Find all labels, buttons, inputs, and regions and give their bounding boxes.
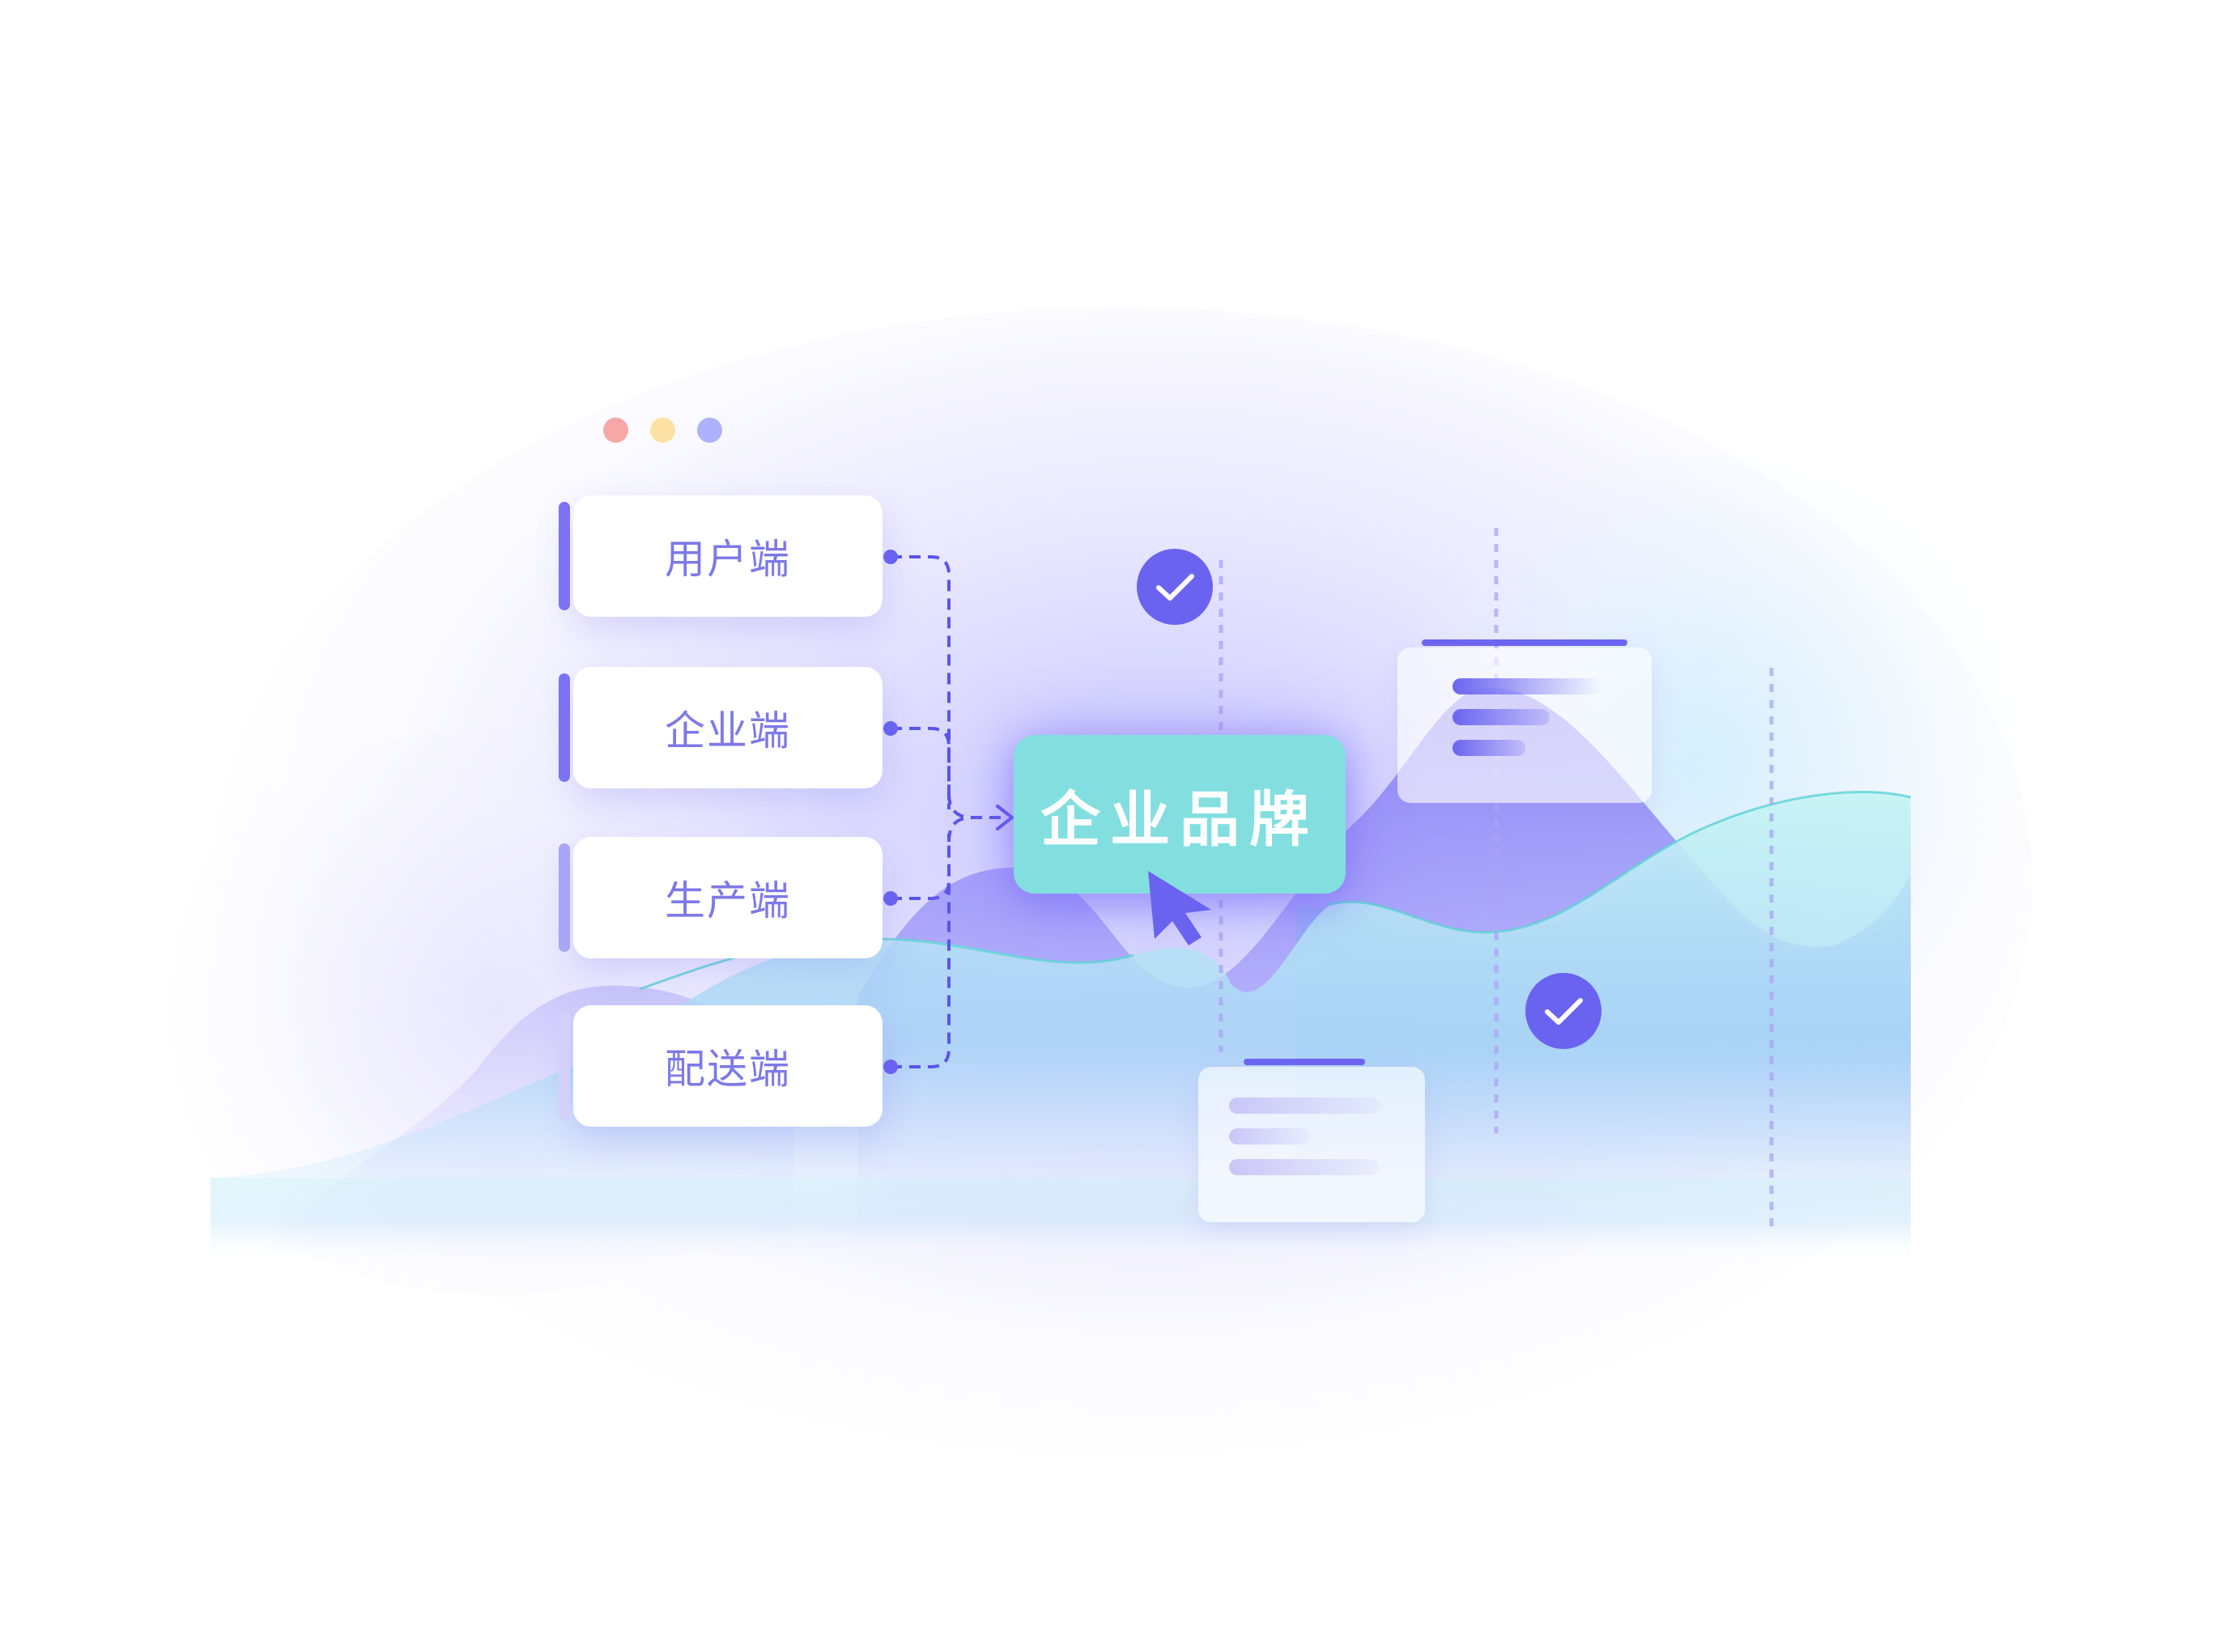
connector-dots — [883, 550, 898, 1074]
check-icon — [1545, 998, 1583, 1025]
card-accent-bar — [559, 673, 570, 782]
window-dot-red — [603, 418, 628, 443]
source-label: 企业端 — [665, 707, 791, 754]
source-card-delivery[interactable]: 配送端 — [559, 1005, 883, 1127]
source-card-production[interactable]: 生产端 — [559, 837, 883, 958]
source-card-enterprise[interactable]: 企业端 — [559, 667, 883, 788]
check-badge-top — [1137, 549, 1213, 625]
source-label: 用户端 — [665, 536, 791, 583]
list-panel-bottom — [1198, 1059, 1425, 1222]
cursor-arrow-icon — [1148, 871, 1211, 945]
connector-lines — [891, 555, 1004, 1068]
floor-gradient — [211, 1178, 1911, 1259]
check-icon — [1156, 574, 1194, 601]
card-accent-bar — [559, 843, 570, 952]
list-panel-top-right — [1397, 639, 1652, 803]
window-dot-yellow — [650, 418, 675, 443]
window-dot-blue — [697, 418, 722, 443]
card-accent-bar — [559, 502, 570, 610]
source-label: 生产端 — [665, 877, 791, 924]
card-accent-bar — [559, 1012, 570, 1120]
brand-target-box[interactable]: 企业品牌 — [1014, 735, 1346, 894]
check-badge-right — [1525, 973, 1601, 1049]
cyan-wave-area — [211, 792, 1911, 1263]
source-label: 配送端 — [665, 1046, 791, 1093]
brand-label: 企业品牌 — [1040, 784, 1319, 855]
arrow-right-icon — [996, 805, 1014, 830]
source-card-user[interactable]: 用户端 — [559, 495, 883, 617]
